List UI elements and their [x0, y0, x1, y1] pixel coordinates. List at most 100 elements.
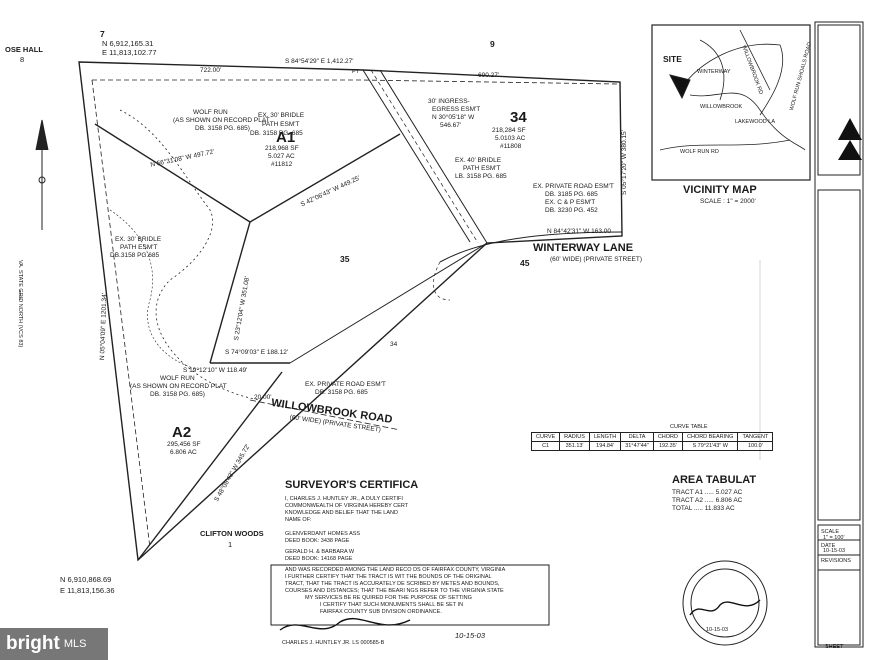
vicinity-site-label: SITE	[663, 54, 682, 64]
wolf-run-db-1: DB. 3158 PG. 685)	[195, 125, 250, 132]
surveyor-date: 10-15-03	[455, 631, 486, 640]
ingress-label: 30' INGRESS-	[428, 98, 470, 105]
lot-a1-sf: 218,968 SF	[265, 145, 299, 152]
curve-table-header: CURVE RADIUS LENGTH DELTA CHORD CHORD BE…	[530, 432, 774, 442]
wolf-run-label-1: WOLF RUN	[193, 109, 228, 116]
surveyor-seal	[682, 560, 768, 646]
lot-34-sf: 218,284 SF	[492, 127, 526, 134]
surveyor-rec: TRACT, THAT THE TRACT IS ACCURATELY DE S…	[285, 581, 500, 587]
east-line-bearing: S 05°17'20" W 380.15'	[621, 130, 628, 195]
coord-nw-north: N 6,912,165.31	[102, 39, 154, 48]
winterway-lane-label: WINTERWAY LANE	[533, 242, 634, 254]
lot-7-label: 7	[100, 29, 105, 39]
lot-34b-label: 34	[390, 341, 398, 348]
north-line-bearing: S 84°54'29" E 1,412.27'	[285, 58, 354, 65]
willowbrook-road	[249, 399, 401, 431]
title-block-logo	[838, 118, 862, 140]
private-road-db1: DB. 3185 PG. 685	[545, 191, 598, 198]
surveyor-rec: COURSES AND DISTANCES; THAT THE BEARI NG…	[285, 588, 504, 594]
curve-header: CURVE	[530, 432, 561, 442]
winterway-lane-curve	[439, 231, 623, 263]
winterway-bearing: N 84°42'31" W 163.00	[547, 228, 611, 235]
bridle-40-label: EX. 40' BRIDLE	[455, 157, 502, 164]
vicinity-road-wolfrun: WOLF RUN RD	[680, 149, 719, 155]
watermark-brand: bright	[6, 633, 60, 654]
title-block-logo	[838, 140, 862, 160]
curve-cell: 31°47'44"	[620, 441, 654, 451]
clifton-woods-num: 1	[228, 540, 233, 549]
vicinity-road-lakewood: LAKEWOOD LA	[735, 119, 776, 125]
curve-header: CHORD	[652, 432, 683, 442]
ingress-dist: 546.67'	[440, 122, 462, 129]
wolf-run-db-2: DB. 3158 PG. 685)	[150, 391, 205, 398]
signature	[279, 617, 411, 631]
wolf-run-note-2: (AS SHOWN ON RECORD PLAT	[130, 383, 227, 390]
dashed-lot-line	[91, 79, 151, 549]
curve-header: DELTA	[620, 432, 654, 442]
surveyor-signature-name: CHARLES J. HUNTLEY JR. LS 000585-B	[282, 640, 385, 646]
lot-9-label: 9	[490, 39, 495, 49]
surveyor-rec: I FURTHER CERTIFY THAT THE TRACT IS WIT …	[285, 574, 492, 580]
surveyor-line: NAME OF:	[285, 517, 312, 523]
surveyor-line: KNOWLEDGE AND BELIEF THAT THE LAND	[285, 510, 398, 516]
vicinity-map	[651, 24, 811, 181]
lot-a2-ac: 6.806 AC	[170, 449, 197, 456]
bridle-30-db: DB. 3158 PG. 685	[250, 130, 303, 137]
private-road-db3: DB. 3230 PG. 452	[545, 207, 598, 214]
lot-a1-line	[94, 123, 251, 223]
lot-34-id: #11808	[500, 143, 522, 150]
dist-20: 20.00'	[254, 394, 272, 401]
coord-sw-north: N 6,910,868.69	[60, 575, 112, 584]
title-block-scale-value: 1" = 100'	[823, 535, 845, 541]
surveyor-rec: MY SERVICES BE RE QUIRED FOR THE PURPOSE…	[305, 595, 472, 601]
coord-nw-east: E 11,813,102.77	[102, 48, 157, 57]
lot-a1-label: A1	[276, 129, 296, 146]
curve-header: CHORD BEARING	[681, 432, 739, 442]
title-block-date-label: DATE	[821, 543, 836, 549]
lot-a2-se-line	[137, 371, 283, 561]
private-road-2-db: DB. 3158 PG. 685	[315, 389, 368, 396]
a2-e-bearing: S 74°09'03" E 188.12'	[225, 349, 289, 356]
va-state-grid-label: VA. STATE GRID NORTH (VCS 83)	[17, 260, 23, 348]
rose-hall-label: OSE HALL	[5, 45, 43, 54]
rose-hall-num: 8	[20, 55, 25, 64]
bridle-path	[109, 209, 201, 371]
wolf-run-note-1: (AS SHOWN ON RECORD PLAT	[173, 117, 270, 124]
ingress-bearing: N 30°05'18" W	[432, 114, 475, 121]
ingress-easement	[370, 69, 479, 244]
vicinity-road-winterway: WINTERWAY	[697, 69, 731, 75]
curve-header: RADIUS	[559, 432, 590, 442]
vicinity-map-title: VICINITY MAP	[683, 184, 757, 196]
pt-label: PT	[352, 69, 360, 75]
surveyor-owner: GLENVERDANT HOMES ASS	[285, 531, 361, 537]
area-tab-row: TRACT A1 ..... 5.027 AC	[672, 489, 743, 496]
title-block-date-value: 10-15-03	[823, 548, 846, 554]
lot-a1-line	[249, 133, 401, 223]
ingress-label-2: EGRESS ESM'T	[432, 106, 481, 113]
lot-a2-sf: 295,456 SF	[167, 441, 201, 448]
curve-cell: 351.13'	[559, 441, 590, 451]
lot-a1-id: #11812	[271, 161, 293, 168]
lot-34-label: 34	[510, 109, 527, 126]
surveyor-line: I, CHARLES J. HUNTLEY JR., A DULY CERTIF…	[285, 496, 403, 502]
bridle-left-path: PATH ESM'T	[120, 244, 158, 251]
bridle-30-path: PATH ESM'T	[262, 121, 300, 128]
curve-cell: 192.35'	[652, 441, 683, 451]
dist-722: 722.00'	[200, 67, 222, 74]
watermark-suffix: MLS	[63, 638, 87, 650]
north-arrow-icon	[35, 119, 49, 230]
lot-34-ac: 5.0103 AC	[495, 135, 526, 142]
bridle-left-label: EX. 30' BRIDLE	[115, 236, 162, 243]
bridle-30-label: EX. 30' BRIDLE	[258, 112, 305, 119]
bridle-40-path: PATH ESM'T	[463, 165, 501, 172]
title-block-frame	[814, 21, 864, 648]
title-block-scale-label: SCALE	[821, 529, 840, 535]
winterway-lane-sub: (60' WIDE) (PRIVATE STREET)	[550, 256, 643, 263]
lot-45-label: 45	[520, 258, 530, 268]
area-tab-title: AREA TABULAT	[672, 474, 757, 486]
winterway-lane-curve	[433, 261, 451, 301]
private-road-cp: EX. C & P ESM'T	[545, 199, 596, 206]
curve-table: CURVE RADIUS LENGTH DELTA CHORD CHORD BE…	[530, 432, 774, 451]
